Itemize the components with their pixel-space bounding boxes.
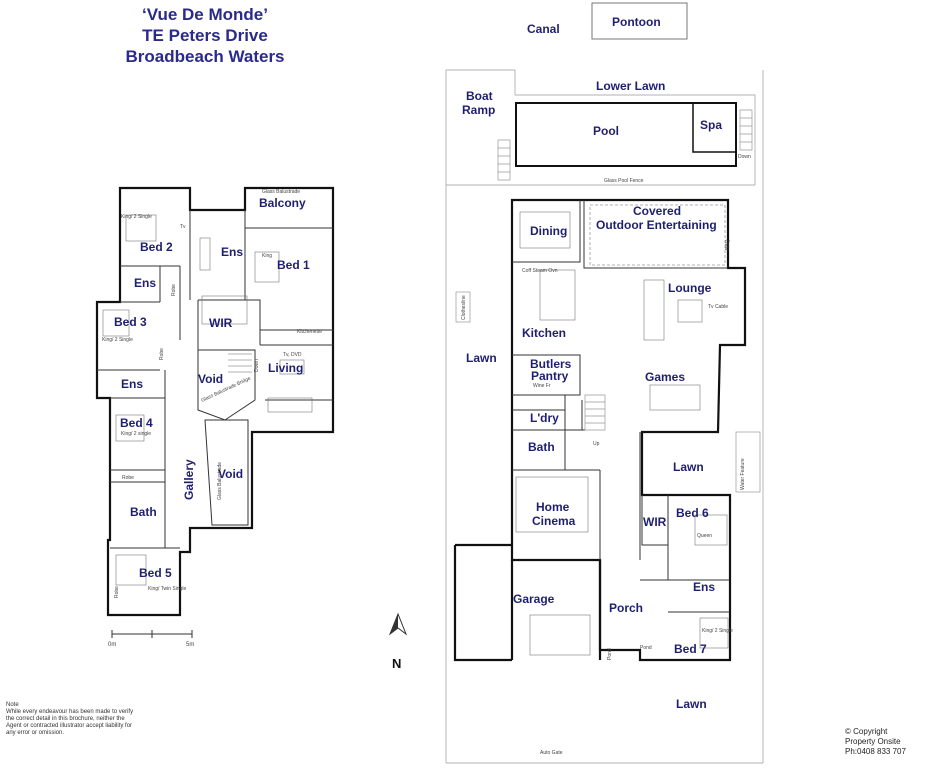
glass-pool-fence: Glass Pool Fence: [604, 178, 644, 184]
label-pontoon: Pontoon: [612, 15, 661, 29]
auto-gate: Auto Gate: [540, 750, 563, 756]
bed2-note: King/ 2 Single: [121, 214, 152, 220]
room-outdoor-entertaining: Outdoor Entertaining: [596, 218, 717, 232]
room-ens-a: Ens: [134, 276, 156, 290]
copyright-phone: Ph:0408 833 707: [845, 747, 906, 756]
note-text: While every endeavour has been made to v…: [6, 709, 134, 736]
label-boat: Boat: [466, 89, 493, 103]
room-void-2: Void: [218, 467, 243, 481]
label-ramp: Ramp: [462, 103, 495, 117]
north-label: N: [392, 656, 401, 671]
copyright: © Copyright Property Onsite Ph:0408 833 …: [845, 727, 906, 757]
room-porch: Porch: [609, 601, 643, 615]
bed5-note: King/ Twin Single: [148, 586, 186, 592]
note-title: Note: [6, 702, 19, 708]
property-title: ‘Vue De Monde’ TE Peters Drive Broadbeac…: [100, 4, 310, 67]
copyright-icon: ©: [845, 727, 851, 736]
room-lounge: Lounge: [668, 281, 712, 295]
pond-2: Pond: [640, 645, 652, 651]
north-arrow-icon: N: [388, 612, 408, 671]
room-cinema: Cinema: [532, 514, 576, 528]
room-bed-2: Bed 2: [140, 240, 173, 254]
room-bed-1: Bed 1: [277, 258, 310, 272]
lawn-south: Lawn: [676, 697, 707, 711]
room-garage: Garage: [513, 592, 555, 606]
room-void-1: Void: [198, 372, 223, 386]
room-kitchen: Kitchen: [522, 326, 566, 340]
bed1-note: King: [262, 253, 272, 259]
room-bed-7: Bed 7: [674, 642, 707, 656]
room-covered: Covered: [633, 204, 681, 218]
room-balcony: Balcony: [259, 196, 306, 210]
tv-note: Tv: [180, 224, 186, 230]
room-wir: WIR: [209, 316, 233, 330]
title-name: ‘Vue De Monde’: [142, 5, 268, 24]
bed4-note: King/ 2 single: [121, 431, 151, 437]
down-note: Down: [738, 154, 751, 160]
pond-1: Pond: [607, 648, 613, 660]
down-note: Down: [254, 359, 260, 372]
coffee-note: Coff Steam Ovn: [522, 268, 558, 274]
disclaimer-note: Note While every endeavour has been made…: [6, 702, 141, 737]
room-butlers: Butlers: [530, 357, 572, 371]
scale-left: 0m: [108, 642, 116, 648]
room-games: Games: [645, 370, 685, 384]
label-canal: Canal: [527, 22, 560, 36]
copyright-company: Property Onsite: [845, 737, 901, 746]
room-bath: Bath: [130, 505, 157, 519]
room-bed-4: Bed 4: [120, 416, 153, 430]
upper-floor-plan: Bed 2 Ens Bed 3 Ens Bed 4 Bath Bed 5 Bal…: [95, 186, 335, 648]
room-gallery: Gallery: [182, 459, 196, 500]
scale-bar: 0m 5m: [108, 630, 194, 648]
room-ens-c: Ens: [221, 245, 243, 259]
title-suburb: Broadbeach Waters: [125, 47, 285, 66]
scale-right: 5m: [186, 642, 194, 648]
robe-3: Robe: [122, 475, 134, 481]
up-note: Up: [593, 441, 600, 447]
room-pantry: Pantry: [531, 369, 569, 383]
king-single-note: King/ 2 Single: [702, 628, 733, 634]
room-bed-3: Bed 3: [114, 315, 147, 329]
tv-cable-note: Tv Cable: [708, 304, 728, 310]
water-feature: Water Feature: [740, 458, 746, 490]
room-bed-6: Bed 6: [676, 506, 709, 520]
room-bath: Bath: [528, 440, 555, 454]
room-home: Home: [536, 500, 570, 514]
glass-balustrade-note: Glass Balustrade: [262, 189, 300, 195]
room-pool: Pool: [593, 124, 619, 138]
room-laundry: L'dry: [530, 411, 559, 425]
robe-4: Robe: [114, 586, 120, 598]
bbq: BBQ: [725, 239, 731, 250]
wine-note: Wine Fr: [533, 383, 551, 389]
label-lower-lawn: Lower Lawn: [596, 79, 665, 93]
lawn-east: Lawn: [673, 460, 704, 474]
room-living: Living: [268, 361, 303, 375]
tv-dvd-note: Tv, DVD: [283, 352, 302, 358]
room-wir: WIR: [643, 515, 667, 529]
room-dining: Dining: [530, 224, 567, 238]
room-bed-5: Bed 5: [139, 566, 172, 580]
queen-note: Queen: [697, 533, 712, 539]
title-street: TE Peters Drive: [142, 26, 268, 45]
kitchenette-note: Kitchenette: [297, 329, 322, 335]
glass-balustrade-note-2: Glass Balustrade: [217, 462, 223, 500]
ground-floor-plan: Canal Pontoon Lower Lawn Boat Ramp Pool …: [445, 2, 764, 764]
lawn-west: Lawn: [466, 351, 497, 365]
room-ens: Ens: [693, 580, 715, 594]
bed3-note: King/ 2 Single: [102, 337, 133, 343]
robe-2: Robe: [159, 348, 165, 360]
robe-1: Robe: [171, 284, 177, 296]
copyright-label: Copyright: [853, 727, 888, 736]
clothesline: Clothesline: [461, 295, 467, 320]
room-spa: Spa: [700, 118, 722, 132]
room-ens-b: Ens: [121, 377, 143, 391]
